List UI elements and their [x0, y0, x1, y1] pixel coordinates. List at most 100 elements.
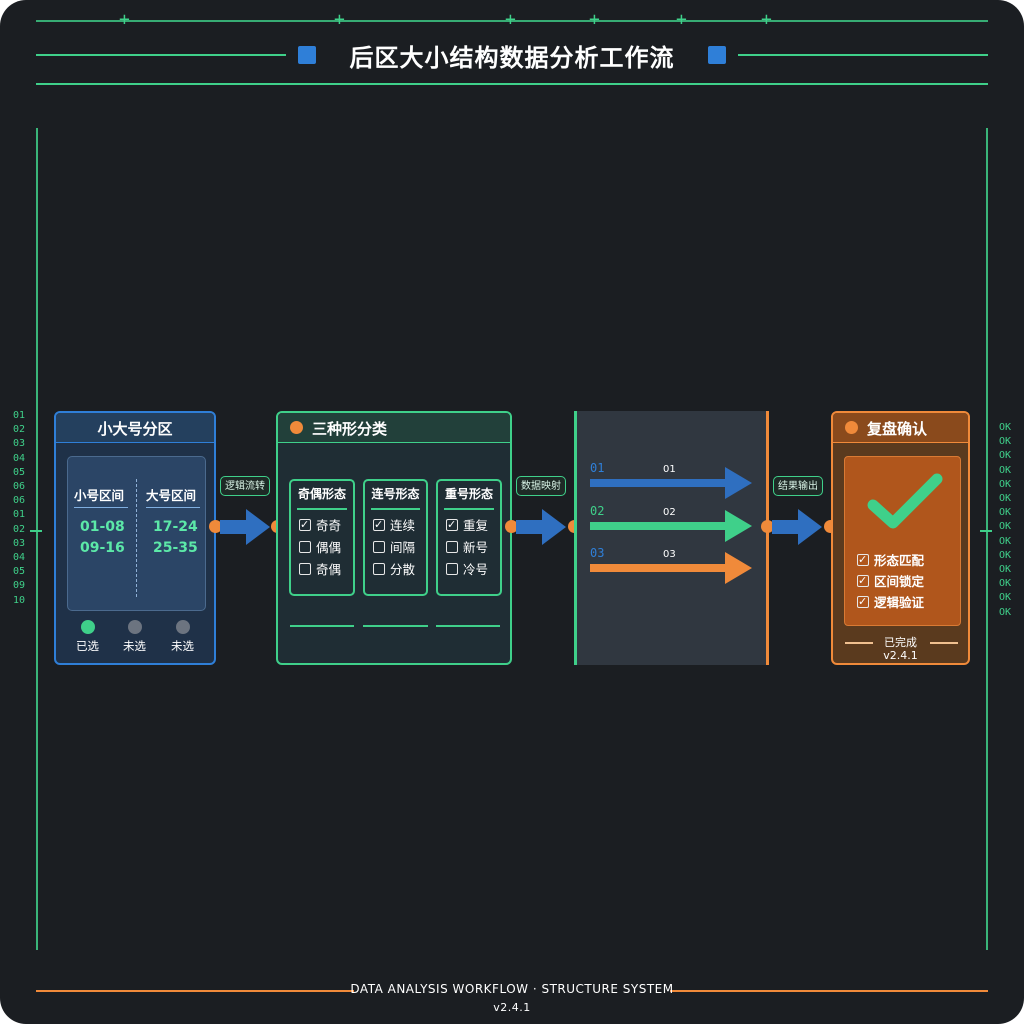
range-divider — [136, 479, 137, 597]
check-item[interactable]: 偶偶 — [299, 539, 341, 557]
right-tick — [980, 530, 992, 532]
left-number-label: 02 — [13, 523, 26, 535]
left-number-label: 05 — [13, 566, 26, 578]
connector1-label: 逻辑流转 — [220, 476, 270, 496]
big-range-label: 大号区间 — [146, 488, 197, 503]
checkmark-icon — [867, 473, 943, 529]
checkbox-checked-icon[interactable] — [857, 572, 869, 590]
check-item[interactable]: 重复 — [446, 516, 488, 535]
step4-inner-panel: 形态匹配 区间锁定 逻辑验证 — [844, 456, 961, 626]
check-label: 奇偶 — [316, 562, 342, 577]
legend-selected-label: 已选 — [76, 639, 99, 653]
legend-unselected-dot — [176, 620, 190, 634]
footer-rule — [436, 625, 500, 627]
right-status-label: OK — [999, 507, 1012, 519]
small-range-1: 01-08 — [80, 519, 125, 535]
check-item[interactable]: 间隔 — [373, 539, 415, 557]
plus-marker: + — [676, 9, 687, 30]
checkbox-checked-icon[interactable] — [857, 551, 869, 569]
right-status-label: OK — [999, 436, 1012, 448]
legend-unselected-dot — [128, 620, 142, 634]
step2-classification-card: 三种形分类 奇偶形态 奇奇 偶偶 奇偶 连号形态 连续 间隔 分散 重号形态 重… — [276, 411, 512, 665]
left-number-label: 06 — [13, 495, 26, 507]
connector1-start-node — [209, 520, 222, 533]
check-label: 连续 — [390, 518, 416, 533]
right-status-label: OK — [999, 464, 1012, 476]
checkbox-checked-icon[interactable] — [857, 593, 869, 611]
step1-title: 小大号分区 — [97, 420, 173, 438]
footer-rule-right — [670, 990, 988, 992]
review-check-item[interactable]: 形态匹配 — [857, 551, 925, 570]
step1-inner-panel: 小号区间 大号区间 01-08 09-16 17-24 25-35 — [67, 456, 206, 611]
plus-marker: + — [505, 9, 516, 30]
footer-rule — [363, 625, 428, 627]
plus-marker: + — [119, 9, 130, 30]
legend-unselected-label: 未选 — [171, 639, 194, 653]
group-title: 重号形态 — [444, 487, 493, 501]
check-label: 逻辑验证 — [874, 595, 925, 610]
right-status-label: OK — [999, 535, 1012, 547]
check-label: 区间锁定 — [874, 574, 925, 589]
group-divider — [371, 508, 420, 510]
consecutive-group: 连号形态 连续 间隔 分散 — [363, 479, 428, 596]
big-range-2: 25-35 — [153, 540, 198, 556]
odd-even-group: 奇偶形态 奇奇 偶偶 奇偶 — [289, 479, 355, 596]
check-label: 分散 — [390, 562, 416, 577]
step3-mapping-panel — [575, 411, 767, 665]
stream2-side-label: 02 — [590, 504, 605, 518]
check-item[interactable]: 连续 — [373, 516, 416, 535]
group-divider — [297, 508, 347, 510]
right-status-label: OK — [999, 493, 1012, 505]
check-label: 偶偶 — [316, 540, 342, 555]
right-status-label: OK — [999, 578, 1012, 590]
left-number-label: 04 — [13, 452, 26, 464]
right-frame-line — [986, 128, 988, 950]
legend-selected-dot — [81, 620, 95, 634]
checkbox-checked-icon[interactable] — [299, 516, 311, 534]
plus-marker: + — [334, 9, 345, 30]
group-title: 连号形态 — [371, 487, 420, 501]
checkbox-checked-icon[interactable] — [446, 516, 458, 534]
footer-rule — [290, 625, 354, 627]
left-tick — [30, 530, 42, 532]
stream1-arrow-label: 01 — [663, 464, 676, 475]
right-status-label: OK — [999, 549, 1012, 561]
small-range-label: 小号区间 — [74, 488, 125, 503]
checkbox-icon[interactable] — [446, 563, 458, 575]
review-check-item[interactable]: 区间锁定 — [857, 572, 925, 591]
checkbox-icon[interactable] — [373, 541, 385, 553]
small-label-arrow — [74, 507, 128, 508]
checkbox-checked-icon[interactable] — [373, 516, 385, 534]
checkbox-icon[interactable] — [299, 563, 311, 575]
right-status-label: OK — [999, 478, 1012, 490]
check-item[interactable]: 奇偶 — [299, 561, 341, 579]
connector3-arrow-icon — [772, 509, 822, 545]
connector2-label: 数据映射 — [516, 476, 566, 496]
checkbox-icon[interactable] — [373, 563, 385, 575]
review-check-item[interactable]: 逻辑验证 — [857, 593, 925, 612]
check-item[interactable]: 冷号 — [446, 561, 488, 579]
group-divider — [444, 508, 494, 510]
check-item[interactable]: 新号 — [446, 539, 488, 557]
stream2-arrow-icon — [590, 510, 752, 542]
repeat-group: 重号形态 重复 新号 冷号 — [436, 479, 502, 596]
check-item[interactable]: 分散 — [373, 561, 415, 579]
stream2-arrow-label: 02 — [663, 507, 676, 518]
left-number-label: 03 — [13, 438, 26, 450]
status-rule-left — [845, 642, 873, 644]
status-rule-right — [930, 642, 958, 644]
check-label: 形态匹配 — [874, 553, 925, 568]
stream3-side-label: 03 — [590, 546, 605, 560]
right-status-label: OK — [999, 422, 1012, 433]
right-status-label: OK — [999, 592, 1012, 604]
check-item[interactable]: 奇奇 — [299, 516, 341, 535]
step3-left-border — [574, 411, 577, 665]
group-title: 奇偶形态 — [297, 487, 346, 501]
checkbox-icon[interactable] — [299, 541, 311, 553]
checkbox-icon[interactable] — [446, 541, 458, 553]
step4-header-dot — [845, 421, 858, 434]
right-status-label: OK — [999, 521, 1012, 533]
right-status-label: OK — [999, 564, 1012, 576]
step4-header: 复盘确认 — [833, 413, 968, 443]
